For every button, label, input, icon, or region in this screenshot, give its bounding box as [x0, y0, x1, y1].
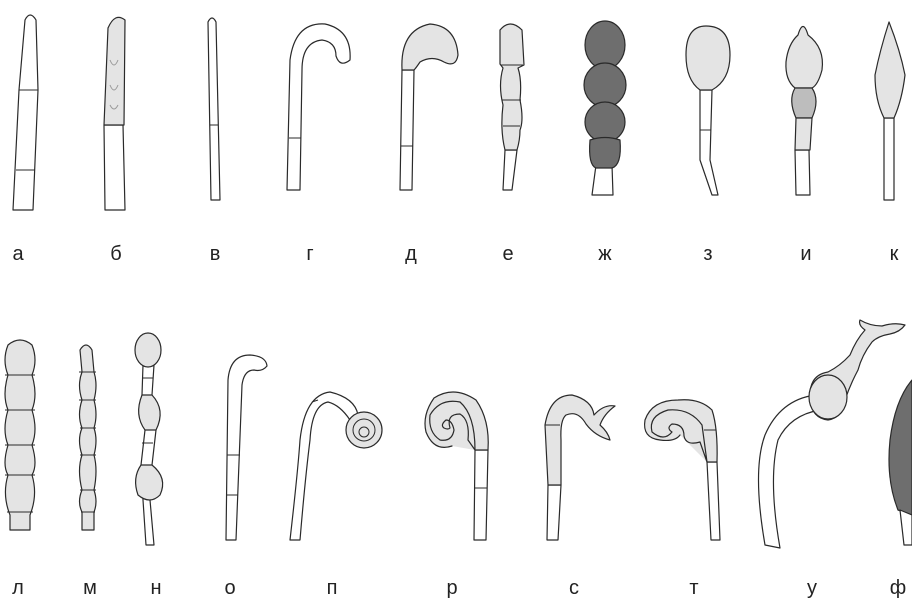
figure-n-swollen-segments [135, 333, 163, 545]
label-r: р [432, 577, 472, 599]
label-l: л [0, 577, 38, 599]
label-k: к [874, 243, 912, 265]
label-e: е [488, 243, 528, 265]
figure-f-dark-partial [889, 380, 912, 545]
label-b: б [96, 243, 136, 265]
label-a: а [0, 243, 38, 265]
figure-m-narrow-cell-chain [79, 345, 96, 530]
figure-p-coiled-tip [290, 392, 382, 540]
label-zh: ж [585, 243, 625, 265]
figure-k-spindle-tip [875, 22, 905, 200]
label-z: з [688, 243, 728, 265]
figure-zh-dark-cell-chain [584, 21, 626, 195]
figure-z-round-terminal-cell [686, 26, 730, 195]
figure-v-thin-hypha [208, 18, 220, 200]
figure-b-striated-tip [104, 17, 125, 210]
label-p: п [312, 577, 352, 599]
label-t: т [674, 577, 714, 599]
figure-u-swollen-node-with-branch [759, 320, 906, 548]
label-n: н [136, 577, 176, 599]
figure-t-lobed-tip [645, 400, 720, 540]
label-v: в [195, 243, 235, 265]
figure-g-hooked-tip [287, 24, 350, 190]
label-o: о [210, 577, 250, 599]
label-d: д [391, 243, 431, 265]
figure-i-swollen-pointed-cells [786, 27, 823, 196]
label-f: ф [878, 577, 912, 599]
label-g: г [290, 243, 330, 265]
figure-a-straight-hypha [13, 15, 38, 210]
figure-e-segmented-hypha [500, 24, 524, 190]
figure-l-barrel-cell-chain [5, 340, 35, 530]
figure-o-bent-tip [226, 355, 267, 540]
figure-s-forked-tip [545, 395, 615, 540]
figure-r-rolled-hook-tip [425, 392, 488, 540]
label-m: м [70, 577, 110, 599]
label-s: с [554, 577, 594, 599]
label-i: и [786, 243, 826, 265]
figure-d-curved-striated-tip [400, 24, 458, 190]
label-u: у [792, 577, 832, 599]
